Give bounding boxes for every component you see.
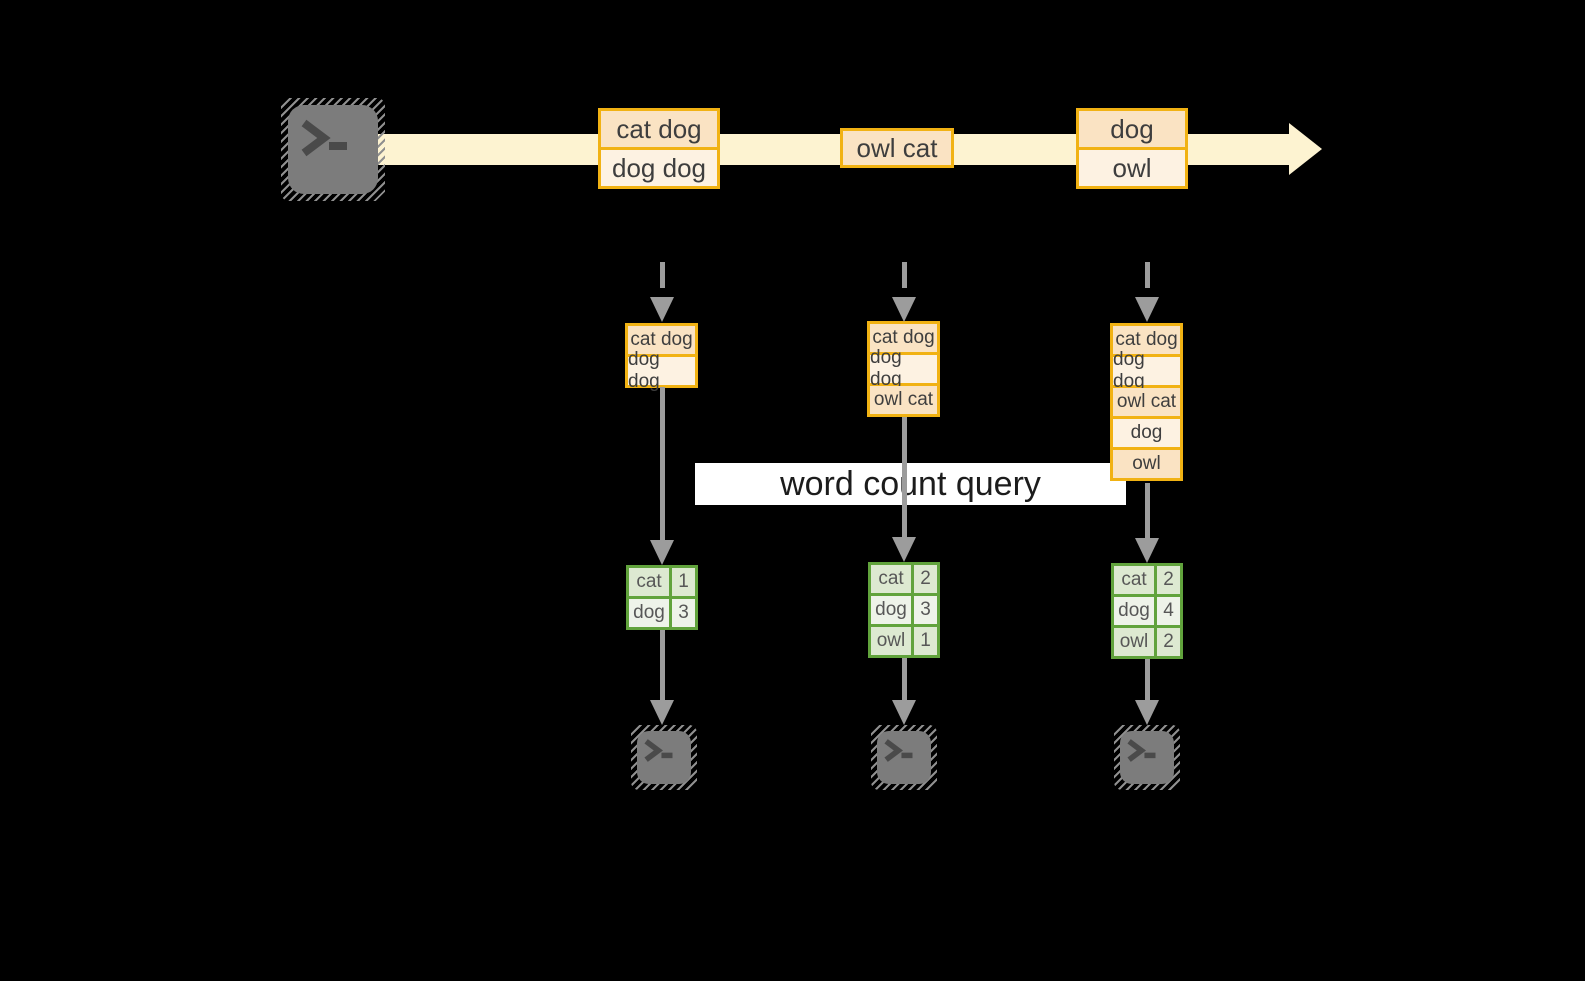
count-table-3: cat 2 dog 4 owl 2 [1111, 563, 1183, 659]
event-line: owl cat [843, 131, 951, 165]
count-value: 1 [914, 627, 937, 655]
dashed-arrow-line [660, 262, 665, 288]
count-word: dog [629, 599, 669, 627]
stream-event-3: dog owl [1076, 108, 1188, 189]
output-arrow-line [1145, 659, 1150, 700]
dashed-arrow-line [1145, 262, 1150, 288]
stream-event-1: cat dog dog dog [598, 108, 720, 189]
count-word: owl [871, 627, 911, 655]
buffer-line: owl cat [870, 386, 937, 414]
output-arrow-head [892, 700, 916, 725]
event-buffer-3: cat dog dog dog owl cat dog owl [1110, 323, 1183, 481]
terminal-icon [1114, 725, 1180, 790]
output-arrow-line [902, 658, 907, 700]
buffer-line: owl [1113, 450, 1180, 478]
event-line: dog dog [601, 150, 717, 186]
output-arrow-head [1135, 700, 1159, 725]
count-value: 4 [1157, 597, 1180, 625]
terminal-icon [631, 725, 697, 790]
count-value: 2 [914, 565, 937, 593]
event-line: owl [1079, 150, 1185, 186]
dashed-arrow-head [892, 297, 916, 322]
stream-arrowhead [1289, 123, 1322, 175]
count-value: 2 [1157, 628, 1180, 656]
count-word: dog [1114, 597, 1154, 625]
count-value: 3 [672, 599, 695, 627]
count-value: 2 [1157, 566, 1180, 594]
query-arrow-line [660, 387, 665, 540]
count-value: 3 [914, 596, 937, 624]
buffer-line: cat dog [628, 326, 695, 354]
count-word: cat [1114, 566, 1154, 594]
query-label: word count query [695, 463, 1126, 505]
count-table-2: cat 2 dog 3 owl 1 [868, 562, 940, 658]
dashed-arrow-line [902, 262, 907, 288]
terminal-prompt-glyph [644, 739, 673, 762]
terminal-prompt-glyph [1127, 739, 1156, 762]
terminal-icon [871, 725, 937, 790]
buffer-line: owl cat [1113, 388, 1180, 416]
query-arrow-head [892, 537, 916, 562]
dashed-arrow-head [1135, 297, 1159, 322]
count-table-1: cat 1 dog 3 [626, 565, 698, 630]
stream-event-2: owl cat [840, 128, 954, 168]
buffer-line: dog dog [870, 347, 937, 390]
query-arrow-head [650, 540, 674, 565]
buffer-line: dog dog [628, 349, 695, 392]
terminal-icon [281, 98, 385, 201]
event-buffer-2: cat dog dog dog owl cat [867, 321, 940, 417]
count-word: dog [871, 596, 911, 624]
query-label-text: word count query [780, 464, 1041, 503]
output-arrow-line [660, 630, 665, 700]
terminal-prompt-glyph [301, 119, 347, 157]
buffer-line: cat dog [870, 324, 937, 352]
dashed-arrow-head [650, 297, 674, 322]
buffer-line: dog dog [1113, 349, 1180, 392]
count-value: 1 [672, 568, 695, 596]
query-arrow-line [902, 417, 907, 537]
event-line: cat dog [601, 111, 717, 147]
buffer-line: cat dog [1113, 326, 1180, 354]
query-arrow-head [1135, 538, 1159, 563]
count-word: owl [1114, 628, 1154, 656]
output-arrow-head [650, 700, 674, 725]
count-word: cat [871, 565, 911, 593]
event-buffer-1: cat dog dog dog [625, 323, 698, 392]
terminal-prompt-glyph [884, 739, 913, 762]
count-word: cat [629, 568, 669, 596]
event-line: dog [1079, 111, 1185, 147]
buffer-line: dog [1113, 419, 1180, 447]
query-arrow-line [1145, 483, 1150, 538]
